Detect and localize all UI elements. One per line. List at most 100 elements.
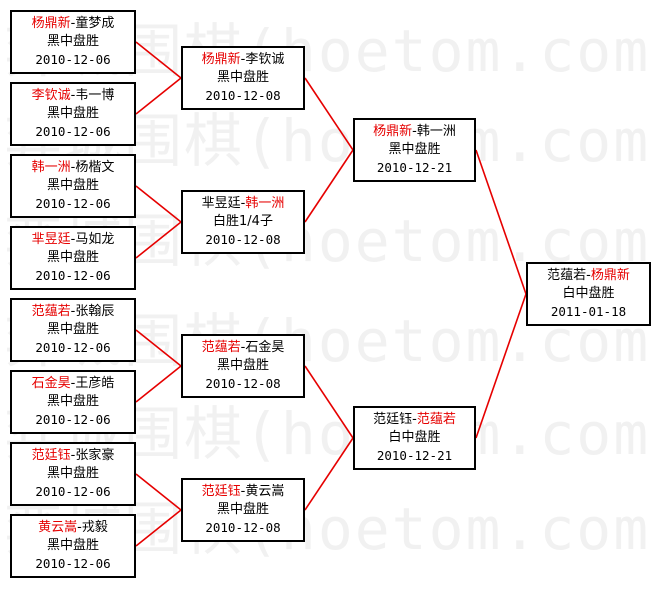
match-date-row: 2010-12-21: [355, 159, 474, 177]
match-players: 范蕴若-石金昊: [183, 339, 303, 357]
bracket-connector-line: [135, 221, 182, 259]
match-date: 2010-12-06: [35, 484, 111, 499]
player-separator: -: [586, 268, 591, 283]
player-two-name: 张家豪: [75, 448, 115, 463]
match-result: 黑中盘胜: [46, 178, 99, 193]
match-date: 2010-12-06: [35, 340, 111, 355]
bracket-connector-line: [475, 293, 527, 439]
match-date-row: 2010-12-08: [183, 519, 303, 537]
player-one-name: 范廷钰: [373, 412, 413, 427]
bracket-connector-line: [135, 365, 182, 403]
player-one-name: 黄云嵩: [38, 520, 78, 535]
bracket-connector-line: [135, 77, 182, 115]
player-separator: -: [70, 448, 76, 463]
match-date: 2011-01-18: [550, 304, 627, 319]
match-result: 黑中盘胜: [388, 142, 441, 157]
match-players: 杨鼎新-韩一洲: [355, 123, 474, 141]
match-box: 范蕴若-石金昊黑中盘胜 2010-12-08: [181, 334, 305, 398]
match-players: 范蕴若-杨鼎新: [528, 267, 649, 285]
bracket-connector-line: [135, 329, 182, 367]
player-two-name: 马如龙: [75, 232, 115, 247]
match-result: 黑中盘胜: [46, 538, 99, 553]
match-date-row: 2010-12-06: [12, 267, 134, 285]
bracket-connector-line: [135, 473, 182, 511]
match-result: 黑中盘胜: [216, 358, 269, 373]
match-result: 黑中盘胜: [216, 70, 269, 85]
match-players: 范廷钰-黄云嵩: [183, 483, 303, 501]
match-result-row: 黑中盘胜: [12, 393, 134, 411]
player-one-name: 芈昱廷: [31, 232, 71, 247]
match-date-row: 2010-12-08: [183, 231, 303, 249]
bracket-connector-line: [135, 185, 182, 223]
match-date-row: 2010-12-06: [12, 51, 134, 69]
match-date: 2010-12-08: [205, 520, 281, 535]
match-date: 2010-12-21: [376, 160, 453, 175]
player-one-name: 范蕴若: [31, 304, 71, 319]
match-date-row: 2010-12-06: [12, 555, 134, 573]
match-result-row: 黑中盘胜: [12, 321, 134, 339]
player-one-name: 石金昊: [31, 376, 71, 391]
player-separator: -: [70, 304, 76, 319]
player-two-name: 范蕴若: [416, 412, 456, 427]
player-separator: -: [70, 16, 76, 31]
match-date: 2010-12-08: [205, 88, 281, 103]
bracket-connector-line: [304, 149, 354, 223]
player-two-name: 王彦皓: [75, 376, 115, 391]
match-box: 芈昱廷-韩一洲白胜1/4子 2010-12-08: [181, 190, 305, 254]
match-result-row: 白中盘胜: [355, 429, 474, 447]
match-result-row: 黑中盘胜: [183, 357, 303, 375]
match-date: 2010-12-21: [376, 448, 453, 463]
player-two-name: 韩一洲: [245, 196, 285, 211]
player-separator: -: [240, 52, 246, 67]
player-two-name: 韩一洲: [416, 124, 456, 139]
player-separator: -: [240, 484, 246, 499]
player-separator: -: [412, 412, 417, 427]
bracket-connector-line: [135, 509, 182, 547]
match-date-row: 2011-01-18: [528, 303, 649, 321]
player-two-name: 李钦诚: [245, 52, 285, 67]
match-result-row: 黑中盘胜: [355, 141, 474, 159]
match-date: 2010-12-08: [205, 232, 281, 247]
match-result: 黑中盘胜: [46, 250, 99, 265]
player-separator: -: [70, 376, 76, 391]
player-one-name: 范廷钰: [201, 484, 241, 499]
match-players: 杨鼎新-童梦成: [12, 15, 134, 33]
match-players: 韩一洲-杨楷文: [12, 159, 134, 177]
match-date: 2010-12-06: [35, 268, 111, 283]
match-players: 石金昊-王彦皓: [12, 375, 134, 393]
match-players: 李钦诚-韦一博: [12, 87, 134, 105]
match-players: 杨鼎新-李钦诚: [183, 51, 303, 69]
match-date-row: 2010-12-06: [12, 483, 134, 501]
match-result-row: 黑中盘胜: [12, 177, 134, 195]
player-one-name: 杨鼎新: [373, 124, 413, 139]
match-result-row: 黑中盘胜: [12, 465, 134, 483]
match-date: 2010-12-08: [205, 376, 281, 391]
match-result: 白胜1/4子: [213, 214, 273, 229]
match-players: 芈昱廷-韩一洲: [183, 195, 303, 213]
player-one-name: 范蕴若: [201, 340, 241, 355]
match-box: 杨鼎新-李钦诚黑中盘胜 2010-12-08: [181, 46, 305, 110]
match-result: 白中盘胜: [562, 286, 615, 301]
player-two-name: 张翰辰: [75, 304, 115, 319]
player-one-name: 范蕴若: [547, 268, 587, 283]
match-date: 2010-12-06: [35, 412, 111, 427]
match-result: 黑中盘胜: [216, 502, 269, 517]
match-result-row: 白胜1/4子: [183, 213, 303, 231]
player-two-name: 韦一博: [75, 88, 115, 103]
match-players: 芈昱廷-马如龙: [12, 231, 134, 249]
match-box: 范蕴若-杨鼎新白中盘胜 2011-01-18: [526, 262, 651, 326]
match-date: 2010-12-06: [35, 556, 111, 571]
bracket-connector-line: [304, 365, 354, 439]
bracket-connector-line: [304, 77, 354, 151]
player-one-name: 范廷钰: [31, 448, 71, 463]
match-box: 芈昱廷-马如龙黑中盘胜 2010-12-06: [10, 226, 136, 290]
match-date-row: 2010-12-08: [183, 87, 303, 105]
player-two-name: 童梦成: [75, 16, 115, 31]
match-result-row: 黑中盘胜: [183, 501, 303, 519]
